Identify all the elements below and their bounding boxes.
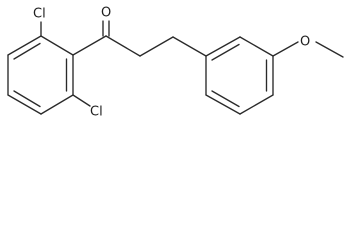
bond-right-ring-5-inner <box>211 90 240 108</box>
bond-left-ring-6-inner <box>13 42 41 60</box>
bond-right-ring-1 <box>205 36 241 57</box>
bond-right-ring-4 <box>239 94 274 115</box>
cl-top-label: Cl <box>33 7 46 22</box>
bond-methoxy-methyl <box>315 41 344 58</box>
bond-chain-3 <box>172 36 207 57</box>
bond-ring-methoxy-oxygen <box>272 41 299 57</box>
bond-ring-carbonyl <box>72 35 107 56</box>
carbonyl-oxygen-label: O <box>101 6 111 21</box>
chemical-structure-diagram: Cl Cl O O <box>7 6 344 120</box>
bond-chain-2 <box>139 36 174 57</box>
bond-left-ring-4-inner <box>13 90 41 108</box>
cl-bottom-label: Cl <box>90 105 103 120</box>
bond-c6-cl-bottom <box>72 94 91 107</box>
bond-right-ring-1-inner <box>211 43 240 61</box>
bond-right-ring-5 <box>205 94 241 115</box>
bond-right-ring-2 <box>239 36 274 57</box>
bond-left-ring-4 <box>7 94 42 115</box>
bond-left-ring-1 <box>40 35 74 56</box>
bond-chain-1 <box>105 35 141 57</box>
bond-left-ring-6 <box>7 35 42 56</box>
methoxy-oxygen-label: O <box>300 35 310 50</box>
structure-canvas: Cl Cl O O <box>7 5 344 120</box>
bond-left-ring-3 <box>40 94 74 115</box>
